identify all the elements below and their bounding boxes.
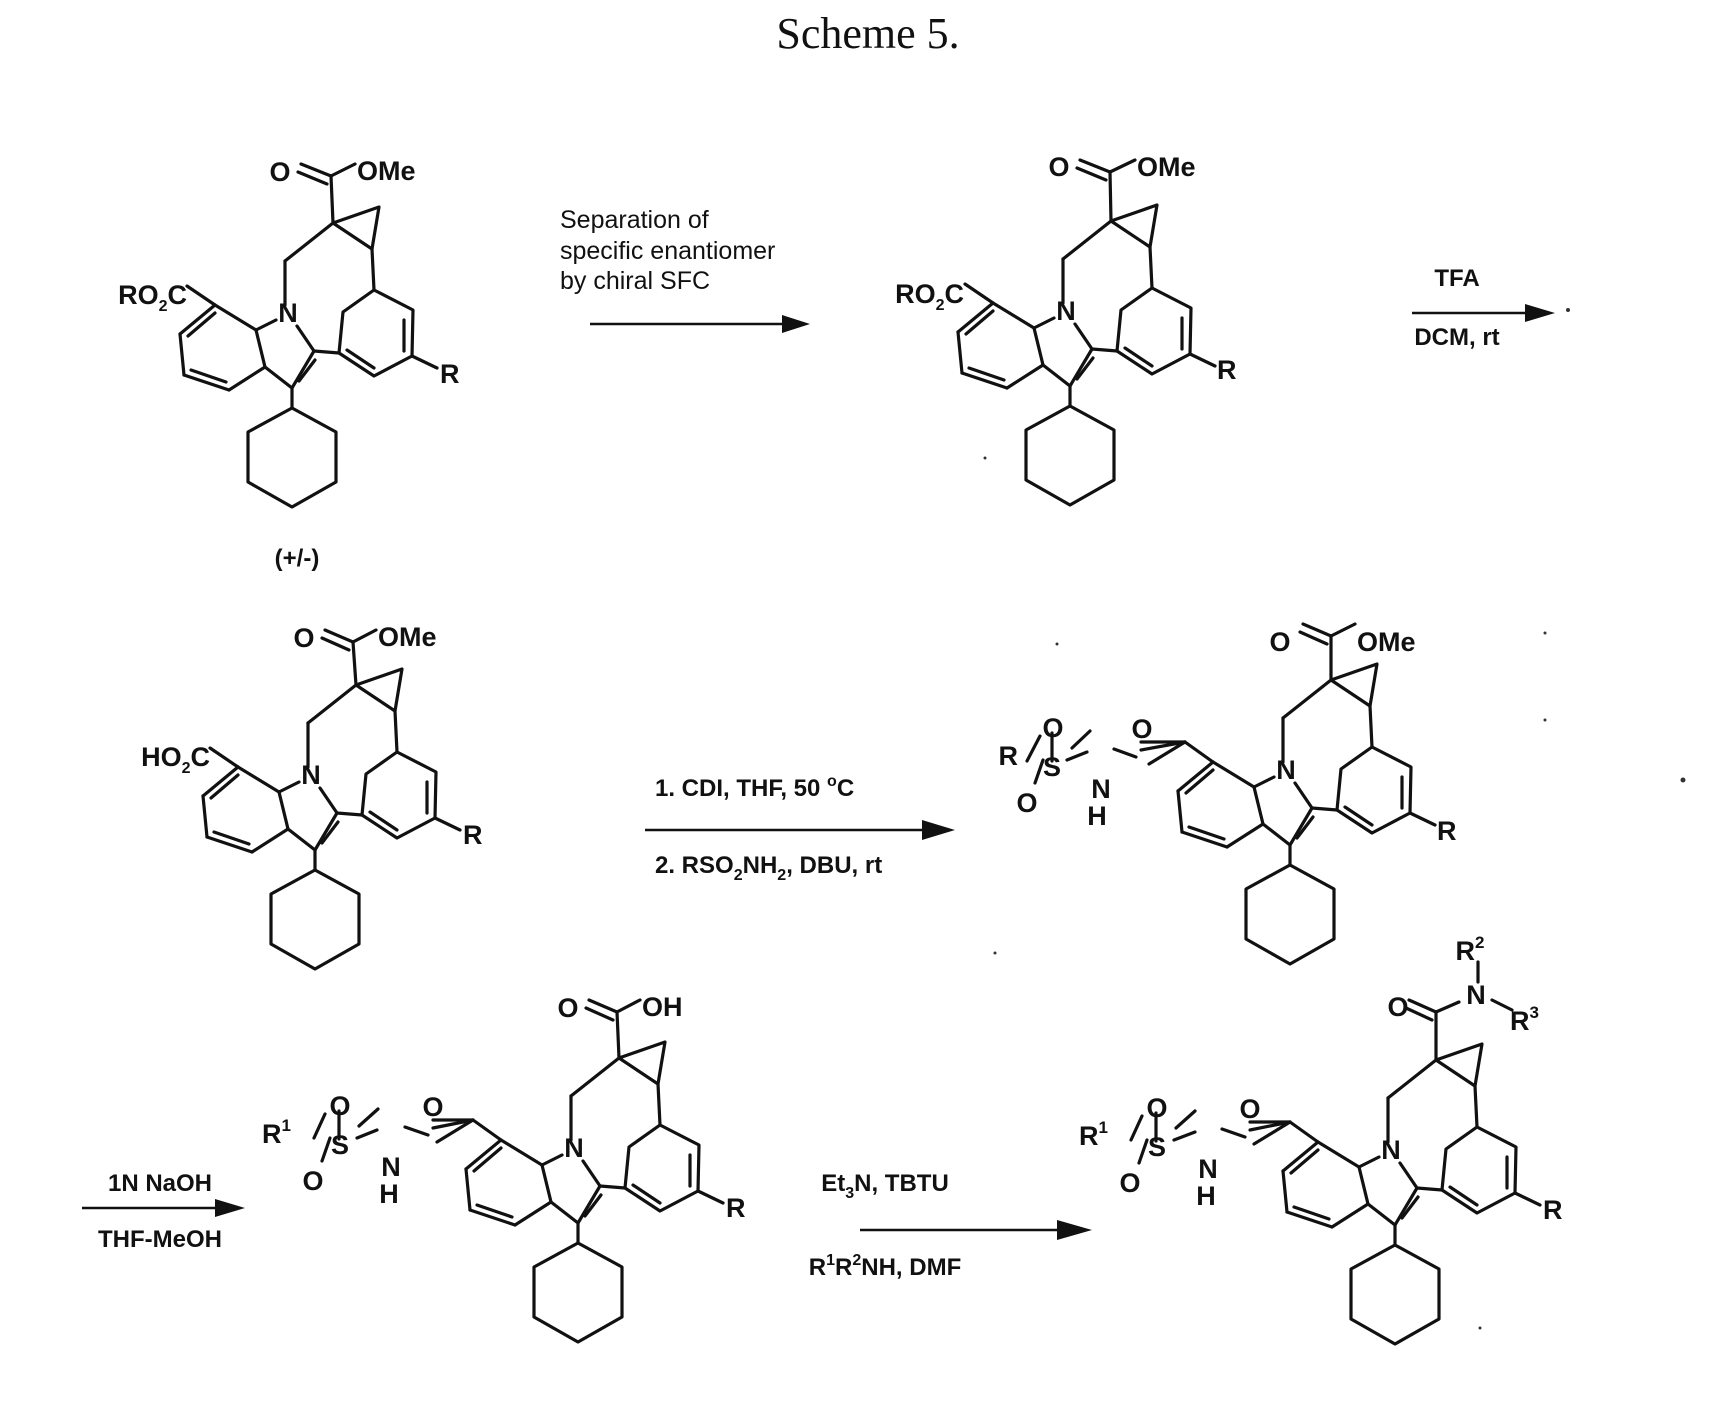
structure-single-enantiomer-diester: O OMe N RO2C R [895, 152, 1236, 505]
indole-nitrogen-label: N [1056, 296, 1076, 326]
condition-above: 1N NaOH [108, 1170, 212, 1197]
condition-line-2: specific enantiomer [560, 237, 775, 265]
amide-hydrogen-label: H [1087, 801, 1107, 831]
condition-line-1: Separation of [560, 206, 709, 234]
condition-above: TFA [1434, 265, 1479, 292]
arrow-head [922, 820, 955, 840]
condition-below: THF-MeOH [98, 1226, 222, 1253]
amide2-carbonyl-oxygen-label: O [1387, 992, 1408, 1022]
acid-group-label: RO2C [118, 280, 187, 315]
amide-carbonyl-oxygen-label: O [422, 1092, 443, 1122]
methoxy-label: OMe [1137, 152, 1196, 182]
sulfonyl-oxygen-top-label: O [1042, 713, 1063, 743]
r-group-label: R [1543, 1195, 1563, 1225]
sulfonyl-oxygen-top-label: O [1146, 1093, 1167, 1123]
sulfonyl-oxygen-bottom-label: O [1016, 788, 1037, 818]
carbonyl-oxygen-label: O [269, 157, 290, 187]
condition-above: 1. CDI, THF, 50 oC [655, 773, 854, 802]
reaction-step-chiral-separation: Separation of specific enantiomer by chi… [560, 206, 810, 333]
condition-below: R1R2NH, DMF [809, 1252, 961, 1281]
amide-carbonyl-oxygen-label: O [1131, 714, 1152, 744]
methoxy-label: OMe [357, 156, 416, 186]
sulfonyl-r1-label: R1 [262, 1116, 291, 1149]
structure-acylsulfonamide-amide: O N R2 R3 N R O N H S O O R1 [1079, 933, 1562, 1344]
amide-nitrogen-label: N [1198, 1154, 1218, 1184]
sulfonyl-r1-label: R1 [1079, 1118, 1108, 1151]
amide-nitrogen-label: N [1091, 774, 1111, 804]
arrow-head [782, 315, 810, 333]
arrow-head [215, 1199, 245, 1217]
structure-racemic-diester: O OMe N RO2C R (+/-) [118, 156, 459, 572]
acid-carbonyl-oxygen-label: O [557, 993, 578, 1023]
amide-carbonyl-oxygen-label: O [1239, 1094, 1260, 1124]
sulfur-label: S [1148, 1132, 1166, 1162]
condition-below: DCM, rt [1414, 324, 1499, 351]
reaction-step-ester-hydrolysis: 1N NaOH THF-MeOH [82, 1170, 245, 1253]
indole-nitrogen-label: N [301, 760, 321, 790]
indole-nitrogen-label: N [564, 1133, 584, 1163]
r-group-label: R [1437, 816, 1457, 846]
sulfonyl-oxygen-bottom-label: O [302, 1166, 323, 1196]
sulfonyl-oxygen-top-label: O [329, 1091, 350, 1121]
reaction-step-tfa-deprotection: TFA DCM, rt [1412, 265, 1555, 351]
sulfonyl-oxygen-bottom-label: O [1119, 1168, 1140, 1198]
amide-nitrogen-label: N [381, 1152, 401, 1182]
arrow-head [1525, 304, 1555, 322]
structure-monoacid: O OMe N HO2C R [141, 622, 482, 969]
reaction-step-amide-coupling: Et3N, TBTU R1R2NH, DMF [809, 1170, 1092, 1281]
carbonyl-oxygen-label: O [293, 623, 314, 653]
acid-group-label: HO2C [141, 742, 210, 777]
ester-carbonyl-oxygen-label: O [1269, 627, 1290, 657]
r3-label: R3 [1510, 1003, 1539, 1036]
acid-group-label: RO2C [895, 279, 964, 314]
hydroxyl-label: OH [642, 992, 683, 1022]
r-group-label: R [726, 1193, 746, 1223]
sulfur-label: S [1043, 752, 1061, 782]
sulfonyl-r-label: R [999, 741, 1019, 771]
carbonyl-oxygen-label: O [1048, 152, 1069, 182]
indole-nitrogen-label: N [278, 298, 298, 328]
r-group-label: R [463, 820, 483, 850]
racemic-label: (+/-) [275, 545, 320, 572]
r2-label: R2 [1456, 933, 1485, 966]
r-group-label: R [440, 359, 460, 389]
r-group-label: R [1217, 355, 1237, 385]
methoxy-label: OMe [378, 622, 437, 652]
reaction-step-sulfonamide-coupling: 1. CDI, THF, 50 oC 2. RSO2NH2, DBU, rt [645, 773, 955, 884]
condition-above: Et3N, TBTU [821, 1170, 949, 1202]
indole-nitrogen-label: N [1381, 1135, 1401, 1165]
sulfur-label: S [331, 1130, 349, 1160]
structure-acylsulfonamide-acid: O OH N R O N H S O O R1 [262, 992, 745, 1342]
methoxy-label: OMe [1357, 627, 1416, 657]
indole-nitrogen-label: N [1276, 755, 1296, 785]
condition-line-3: by chiral SFC [560, 267, 710, 295]
amide2-nitrogen-label: N [1466, 980, 1486, 1010]
structure-acylsulfonamide-ester: O OMe N R O N H S O O R [999, 624, 1457, 964]
amide-hydrogen-label: H [1196, 1181, 1216, 1211]
arrow-head [1057, 1220, 1092, 1240]
amide-hydrogen-label: H [379, 1179, 399, 1209]
condition-below: 2. RSO2NH2, DBU, rt [655, 852, 882, 884]
